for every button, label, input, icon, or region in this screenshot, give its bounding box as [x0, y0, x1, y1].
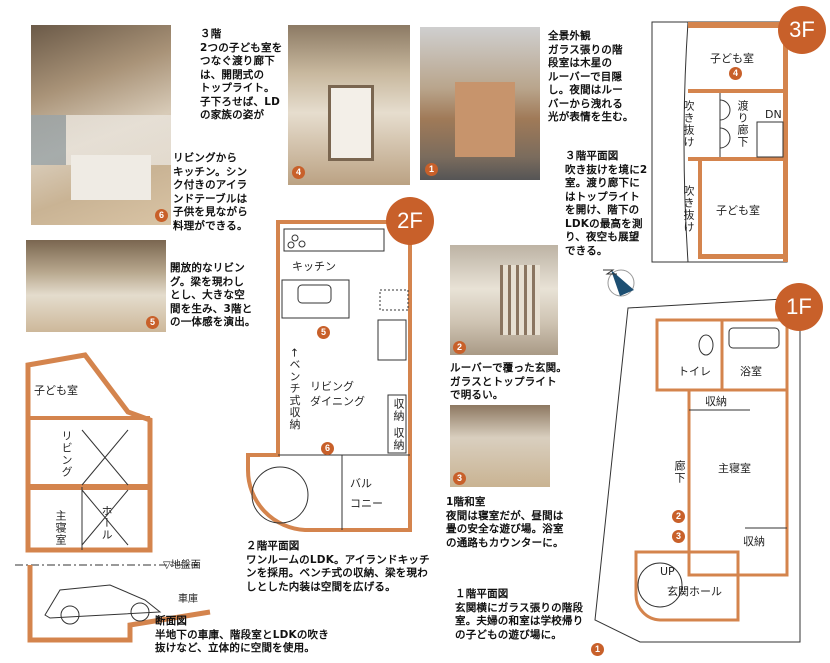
photo-marker-4: 4: [292, 166, 305, 179]
caption-photo-5: 開放的なリビン グ。梁を現わし とし、大きな空 間を生み、3階と の一体感を演出…: [170, 262, 256, 328]
section-hall: ホール: [100, 505, 113, 541]
room-storage-2: 収納: [743, 535, 765, 548]
storage-1: 収納: [392, 398, 405, 422]
marker-3: 3: [672, 530, 685, 543]
photo-marker-2: 2: [453, 341, 466, 354]
marker-5: 5: [317, 326, 330, 339]
floor-badge-3f: 3F: [778, 6, 826, 54]
caption-photo-3: 1階和室 夜間は寝室だが、昼間は 畳の安全な遊び場。浴室 の通路もカウンターに。: [446, 496, 564, 549]
balcony-1: バル: [350, 477, 372, 490]
room-master-bedroom: 主寝室: [718, 462, 751, 475]
bench-storage: ←ベンチ式収納: [288, 348, 301, 431]
room-kitchen: キッチン: [292, 260, 336, 273]
room-entrance-hall: 玄関ホール: [667, 585, 722, 598]
caption-photo-6: リビングから キッチン。シン ク付きのアイラ ンドテーブルは 子供を見ながら 料…: [173, 152, 248, 232]
caption-2f-plan: ２階平面図 ワンルームのLDK。アイランドキッチ ンを採用。ベンチ式の収納、梁を…: [246, 540, 430, 593]
caption-1f-plan: １階平面図 玄関横にガラス張りの階段 室。夫婦の和室は学校帰り の子どもの遊び場…: [455, 588, 584, 641]
stair-dn: DN: [765, 108, 782, 121]
floor-badge-2f: 2F: [386, 197, 434, 245]
room-corridor: 渡り廊下: [736, 100, 749, 148]
photo-marker-6: 6: [155, 209, 168, 222]
floor-badge-1f: 1F: [775, 283, 823, 331]
marker-6: 6: [321, 442, 334, 455]
marker-2: 2: [672, 510, 685, 523]
caption-section: 断面図 半地下の車庫、階段室とLDKの吹き 抜けなど、立体的に空間を使用。: [155, 615, 329, 654]
room-toilet: トイレ: [678, 365, 711, 378]
ground-level: ▽地盤面: [163, 560, 201, 571]
photo-living-kitchen: 6: [31, 25, 171, 225]
caption-photo-1: 全景外観 ガラス張りの階 段室は木星の ルーバーで目隠 し。夜間はルー バーから…: [548, 30, 634, 123]
balcony-2: コニー: [350, 497, 383, 510]
photo-marker-1: 1: [425, 163, 438, 176]
stair-up: UP: [660, 565, 675, 578]
void-2: 吹き抜け: [682, 185, 695, 233]
caption-3f-plan: ３階平面図 吹き抜けを境に2 室。渡り廊下に はトップライト を開け、階下の L…: [565, 150, 648, 257]
photo-entrance: 2: [450, 245, 558, 355]
void-1: 吹き抜け: [682, 100, 695, 148]
marker-1: 1: [591, 643, 604, 656]
room-kids-1: 子ども室: [710, 52, 754, 65]
room-corridor-1f: 廊下: [673, 460, 686, 484]
room-living: リビング: [310, 380, 354, 393]
room-dining: ダイニング: [310, 395, 365, 408]
photo-exterior: 1: [420, 27, 540, 180]
photo-corridor: 4: [288, 25, 410, 185]
storage-2: 収納: [392, 427, 405, 451]
section-garage: 車庫: [178, 594, 198, 605]
photo-japanese-room: 3: [450, 405, 550, 487]
caption-photo-2: ルーバーで覆った玄関。 ガラスとトップライト で明るい。: [450, 362, 567, 401]
marker-4: 4: [729, 67, 742, 80]
caption-photo-4: ３階 2つの子ども室を つなぐ渡り廊下 は、開閉式の トップライト。 子下ろせば…: [200, 28, 283, 121]
section-kids: 子ども室: [34, 384, 78, 397]
section-living: リビング: [60, 430, 73, 478]
room-bath: 浴室: [740, 365, 762, 378]
section-master: 主寝室: [54, 510, 67, 546]
photo-marker-5: 5: [146, 316, 159, 329]
photo-open-living: 5: [26, 240, 166, 332]
photo-marker-3: 3: [453, 472, 466, 485]
room-storage-1: 収納: [705, 395, 727, 408]
room-kids-2: 子ども室: [716, 204, 760, 217]
